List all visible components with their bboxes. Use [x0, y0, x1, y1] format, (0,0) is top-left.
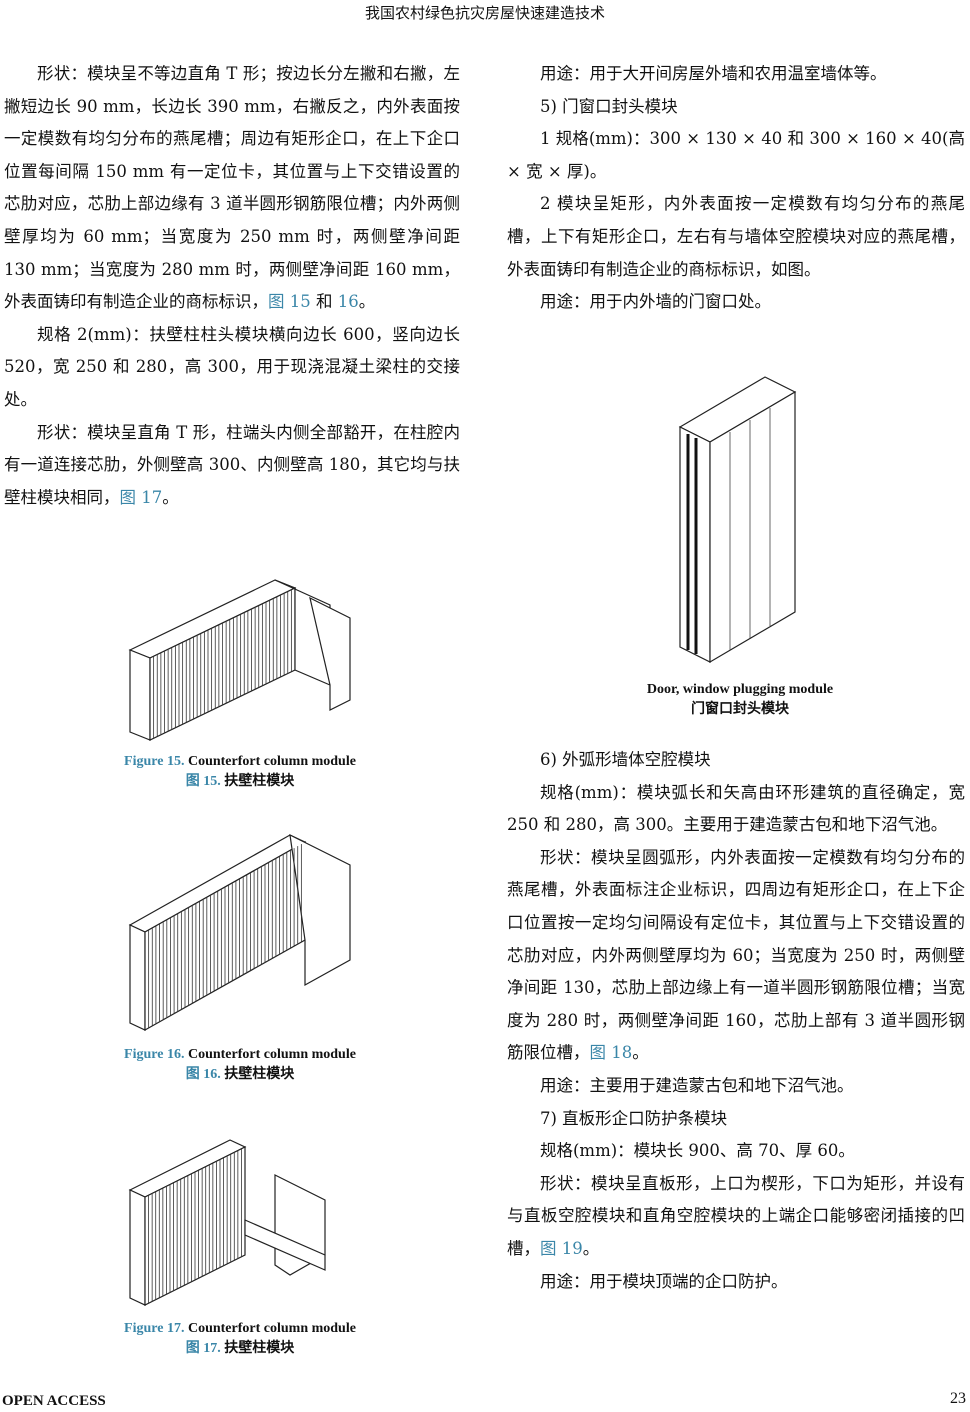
paragraph-use: 用途：用于内外墙的门窗口处。 [540, 292, 771, 312]
caption-en: Counterfort column module [187, 1047, 356, 1062]
paragraph-shape: 2 模块呈矩形，内外表面按一定模数有均匀分布的燕尾槽，上下有矩形企口，左右有与墙… [507, 194, 965, 279]
text: 形状：模块呈直角 T 形，柱端头内侧全部豁开，在柱腔内有一道连接芯肋，外侧壁高 … [4, 422, 460, 507]
paragraph-shape: 形状：模块呈直板形，上口为楔形，下口为矩形，并设有与直板空腔模块和直角空腔模块的… [507, 1168, 965, 1266]
caption-number: Figure 16. [124, 1047, 185, 1062]
caption-zh: 扶壁柱模块 [224, 774, 295, 789]
text: 和 [310, 292, 338, 312]
caption-zh: 门窗口封头模块 [691, 702, 789, 717]
paragraph-spec: 规格 2(mm)：扶壁柱柱头模块横向边长 600，竖向边长 520，宽 250 … [4, 324, 460, 409]
caption-en: Counterfort column module [187, 1321, 356, 1336]
paragraph-use: 用途：主要用于建造蒙古包和地下沼气池。 [540, 1075, 854, 1095]
caption-number-zh: 图 16. [185, 1067, 221, 1082]
paragraph-shape: 形状：模块呈圆弧形，内外表面按一定模数有均匀分布的燕尾槽，外表面标注企业标识，四… [507, 842, 965, 1070]
caption-number: Figure 15. [124, 754, 185, 769]
section-heading-6: 6) 外弧形墙体空腔模块 [540, 750, 711, 769]
caption-zh: 扶壁柱模块 [224, 1067, 295, 1082]
open-access-label: OPEN ACCESS [2, 1393, 106, 1409]
caption-number: Figure 17. [124, 1321, 185, 1336]
section-heading-7: 7) 直板形企口防护条模块 [540, 1108, 728, 1128]
text: 形状：模块呈直板形，上口为楔形，下口为矩形，并设有与直板空腔模块和直角空腔模块的… [507, 1173, 965, 1258]
paragraph-spec: 规格(mm)：模块长 900、高 70、厚 60。 [540, 1141, 855, 1161]
figure-link[interactable]: 16 [337, 292, 359, 312]
text: 。 [358, 292, 376, 312]
text: 。 [582, 1238, 600, 1258]
door-module-caption: Door, window plugging module 门窗口封头模块 [590, 680, 890, 720]
text: 。 [162, 487, 179, 507]
right-column-bottom: 6) 外弧形墙体空腔模块 规格(mm)：模块弧长和矢高由环形建筑的直径确定，宽 … [507, 744, 965, 1298]
figure-17-caption: Figure 17. Counterfort column module 图 1… [60, 1319, 420, 1359]
section-heading-5: 5) 门窗口封头模块 [540, 96, 678, 116]
figure-17-image [128, 1139, 326, 1306]
text: 。 [632, 1043, 649, 1063]
caption-en: Counterfort column module [187, 754, 356, 769]
figure-link[interactable]: 图 17 [119, 487, 163, 507]
figure-16-caption: Figure 16. Counterfort column module 图 1… [60, 1045, 420, 1085]
right-column-top: 用途：用于大开间房屋外墙和农用温室墙体等。 5) 门窗口封头模块 1 规格(mm… [507, 58, 965, 319]
caption-number-zh: 图 15. [185, 774, 221, 789]
figure-15-image [128, 579, 351, 741]
figure-link[interactable]: 图 19 [540, 1238, 583, 1258]
figure-15-caption: Figure 15. Counterfort column module 图 1… [60, 752, 420, 792]
paragraph-use: 用途：用于大开间房屋外墙和农用温室墙体等。 [540, 64, 887, 83]
page-number: 23 [950, 1390, 966, 1407]
text: 形状：模块呈不等边直角 T 形；按边长分左撇和右撇，左撇短边长 90 mm，长边… [4, 64, 460, 312]
caption-zh: 扶壁柱模块 [224, 1341, 295, 1356]
caption-number-zh: 图 17. [185, 1341, 221, 1356]
text: 形状：模块呈圆弧形，内外表面按一定模数有均匀分布的燕尾槽，外表面标注企业标识，四… [507, 847, 965, 1063]
paragraph-shape-2: 形状：模块呈直角 T 形，柱端头内侧全部豁开，在柱腔内有一道连接芯肋，外侧壁高 … [4, 417, 460, 515]
paragraph-spec: 规格(mm)：模块弧长和矢高由环形建筑的直径确定，宽 250 和 280，高 3… [507, 782, 965, 835]
left-column: 形状：模块呈不等边直角 T 形；按边长分左撇和右撇，左撇短边长 90 mm，长边… [4, 58, 460, 514]
paragraph-spec: 1 规格(mm)：300 × 130 × 40 和 300 × 160 × 40… [507, 129, 965, 181]
paragraph-shape: 形状：模块呈不等边直角 T 形；按边长分左撇和右撇，左撇短边长 90 mm，长边… [4, 58, 460, 319]
figure-link[interactable]: 图 18 [589, 1043, 633, 1063]
figure-16-image [128, 833, 351, 1032]
running-header: 我国农村绿色抗灾房屋快速建造技术 [364, 4, 605, 22]
figure-link[interactable]: 图 15 [268, 292, 311, 312]
caption-en: Door, window plugging module [646, 682, 834, 697]
paragraph-use: 用途：用于模块顶端的企口防护。 [540, 1271, 788, 1291]
door-module-image [678, 376, 797, 664]
